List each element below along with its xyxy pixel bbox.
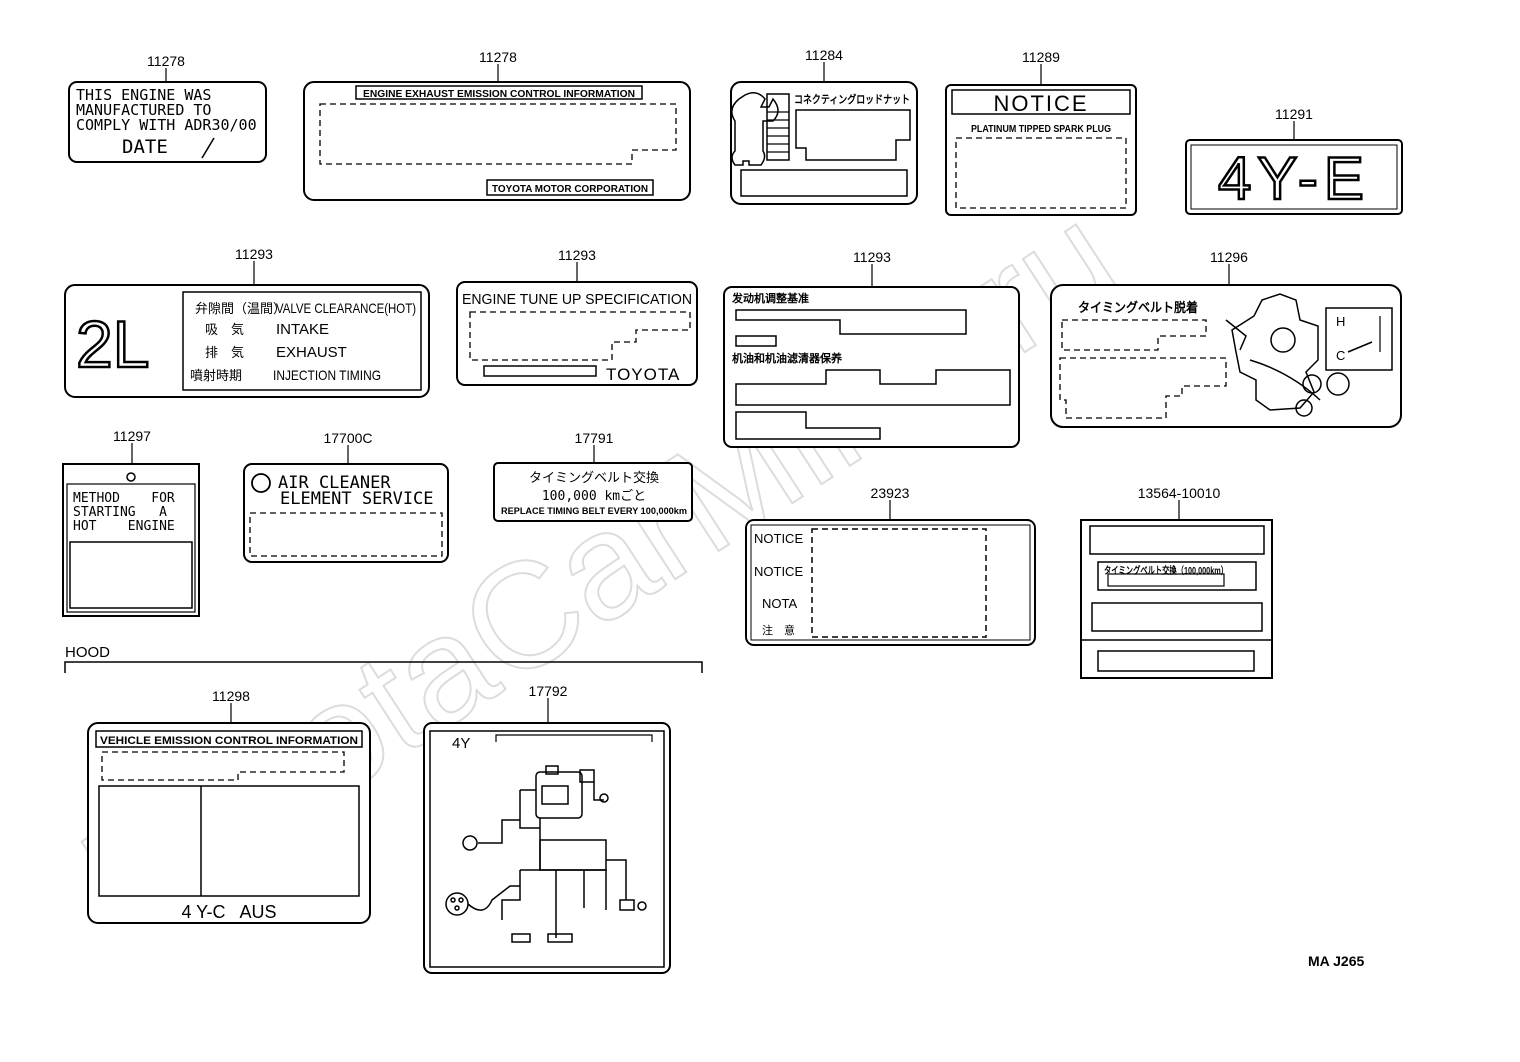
part-number-17791: 17791 — [575, 430, 614, 446]
label-engine-emission: ENGINE EXHAUST EMISSION CONTROL INFORMAT… — [303, 81, 691, 201]
tune-up-brand: TOYOTA — [606, 365, 680, 384]
label-hot-start-method: METHOD FOR STARTING A HOT ENGINE — [62, 463, 200, 617]
part-number-11298: 11298 — [212, 688, 250, 704]
notice-subtitle: PLATINUM TIPPED SPARK PLUG — [971, 124, 1111, 135]
vacuum-engine: 4Y — [452, 735, 470, 752]
timing-belt-km: 100,000 kmごと — [542, 488, 646, 504]
connecting-rod-jp: コネクティングロッドナット — [794, 92, 910, 106]
valve-row4: INJECTION TIMING — [273, 367, 381, 383]
part-number-23923: 23923 — [871, 485, 910, 501]
valve-row3-jp: 排 気 — [205, 345, 244, 360]
emission-maker: TOYOTA MOTOR CORPORATION — [492, 184, 648, 195]
label-vacuum-hose-diagram: 4Y — [423, 722, 671, 974]
valve-row2: INTAKE — [276, 321, 329, 338]
part-number-17700c: 17700C — [323, 430, 372, 446]
timing-belt-jp: タイミングベルト交換 — [529, 470, 659, 485]
hood-label: HOOD — [65, 644, 110, 661]
china-line-2: 机油和机油滤清器保养 — [732, 351, 843, 365]
adr-line-2: MANUFACTURED TO — [76, 101, 211, 119]
gauge-hot: H — [1336, 314, 1345, 329]
notice-row-2: NOTICE — [754, 564, 803, 579]
engine-code-4y-e: 4Y-E — [1218, 145, 1370, 212]
china-line-1: 发动机调整基准 — [731, 291, 809, 305]
hot-start-line-1: METHOD FOR — [73, 491, 175, 506]
part-number-11284: 11284 — [805, 47, 843, 63]
part-number-11293-b: 11293 — [558, 247, 596, 263]
part-number-17792: 17792 — [529, 683, 568, 699]
jp-service-line: タイミングベルト交換（100,000km） — [1104, 564, 1228, 577]
part-number-11297: 11297 — [113, 428, 151, 444]
notice-title: NOTICE — [993, 91, 1088, 116]
part-number-13564-10010: 13564-10010 — [1138, 485, 1221, 501]
part-number-11291: 11291 — [1275, 106, 1313, 122]
hot-start-line-2: STARTING A — [73, 505, 167, 520]
label-tune-up-spec: ENGINE TUNE UP SPECIFICATION TOYOTA — [456, 281, 698, 386]
date-slash — [201, 137, 215, 159]
adr-line-1: THIS ENGINE WAS — [76, 86, 211, 104]
part-number-11289: 11289 — [1022, 49, 1060, 65]
filter-icon — [251, 473, 271, 493]
sheet-code: MA J265 — [1308, 953, 1365, 969]
part-number-11278-b: 11278 — [479, 49, 517, 65]
wrench-icon — [731, 92, 779, 166]
valve-row3: EXHAUST — [276, 344, 347, 361]
label-adr-compliance: THIS ENGINE WAS MANUFACTURED TO COMPLY W… — [68, 81, 267, 163]
part-number-11296: 11296 — [1210, 249, 1248, 265]
hood-bracket: HOOD — [64, 644, 703, 673]
part-number-11293: 11293 — [235, 246, 273, 262]
emission-title: ENGINE EXHAUST EMISSION CONTROL INFORMAT… — [363, 89, 635, 100]
label-air-cleaner-service: AIR CLEANER ELEMENT SERVICE — [243, 463, 449, 563]
valve-row2-jp: 吸 気 — [205, 322, 244, 337]
engine-code-2l: 2L — [76, 307, 149, 381]
notice-row-4: 注 意 — [762, 623, 795, 637]
air-cleaner-line-2: ELEMENT SERVICE — [280, 489, 434, 509]
engine-drawing-icon — [1225, 293, 1350, 417]
label-timing-belt-interval: タイミングベルト交換 100,000 kmごと REPLACE TIMING B… — [493, 462, 693, 522]
valve-row4-jp: 噴射時期 — [190, 368, 242, 383]
label-jp-service: タイミングベルト交換（100,000km） — [1080, 519, 1273, 679]
tune-up-title: ENGINE TUNE UP SPECIFICATION — [462, 291, 692, 308]
label-valve-clearance: 2L 弁隙間（温間） VALVE CLEARANCE(HOT) 吸 気 INTA… — [64, 284, 430, 398]
label-multilingual-notice: NOTICE NOTICE NOTA 注 意 — [745, 519, 1036, 646]
adr-date: DATE — [122, 136, 168, 158]
adr-line-3: COMPLY WITH ADR30/00 — [76, 116, 257, 134]
timing-belt-en: REPLACE TIMING BELT EVERY 100,000km — [501, 506, 687, 516]
valve-row1: VALVE CLEARANCE(HOT) — [276, 300, 416, 316]
valve-row1-jp: 弁隙間（温間） — [195, 301, 286, 316]
notice-row-3: NOTA — [762, 596, 797, 611]
gauge-cold: C — [1336, 348, 1345, 363]
notice-row-1: NOTICE — [754, 531, 803, 546]
bolt-icon — [766, 93, 790, 161]
hot-start-line-3: HOT ENGINE — [73, 519, 175, 534]
vacuum-hose-drawing — [445, 765, 647, 943]
part-number-11293-c: 11293 — [853, 249, 891, 265]
part-number-11278: 11278 — [147, 53, 185, 69]
vehicle-emission-title: VEHICLE EMISSION CONTROL INFORMATION — [100, 735, 358, 747]
label-timing-belt-diagram: タイミングベルト脱着 H C — [1050, 284, 1402, 428]
vehicle-emission-engine: 4 Y-C AUS — [181, 902, 276, 922]
temp-gauge-icon — [1325, 307, 1393, 371]
label-connecting-rod-nut: コネクティングロッドナット — [730, 81, 918, 205]
label-vehicle-emission: VEHICLE EMISSION CONTROL INFORMATION 4 Y… — [87, 722, 371, 924]
air-cleaner-line-1: AIR CLEANER — [278, 473, 391, 493]
label-engine-4y-e: 4Y-E — [1185, 139, 1403, 215]
belt-diagram-title: タイミングベルト脱着 — [1078, 300, 1198, 315]
label-china-maintenance: 发动机调整基准 机油和机油滤清器保养 — [723, 286, 1020, 448]
label-notice-spark-plug: NOTICE PLATINUM TIPPED SPARK PLUG — [945, 84, 1137, 216]
